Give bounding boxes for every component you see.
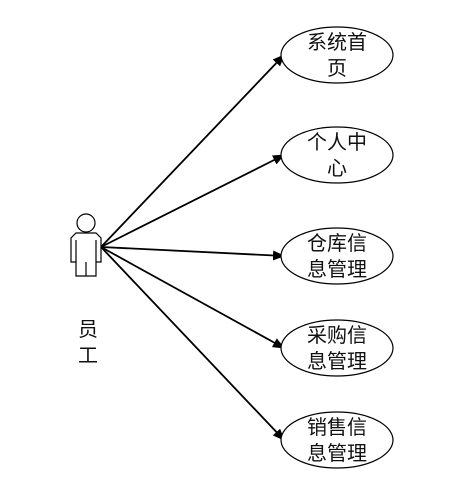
association-arrow-4: [100, 246, 285, 349]
use-case-2-line1: 个人中: [307, 130, 367, 154]
use-case-label-5: 销售信 息管理: [282, 414, 392, 466]
use-case-label-3: 仓库信 息管理: [282, 230, 392, 282]
actor-label-line1: 员: [78, 317, 98, 341]
use-case-ellipse-1: [280, 26, 394, 84]
use-case-1-line1: 系统首: [307, 30, 367, 54]
use-case-3-line2: 息管理: [307, 257, 367, 281]
associations: [100, 54, 285, 441]
association-arrow-1: [100, 54, 285, 248]
use-case-label-2: 个人中 心: [282, 129, 392, 181]
use-case-shapes: [280, 26, 394, 469]
use-case-ellipse-5: [280, 411, 394, 469]
use-case-ellipse-3: [280, 227, 394, 285]
use-case-5-line1: 销售信: [307, 415, 367, 439]
actor-figure: [70, 213, 102, 277]
actor-label-line2: 工: [78, 343, 98, 367]
actor-head: [76, 213, 96, 233]
association-arrow-3: [100, 246, 285, 261]
use-case-5-line2: 息管理: [307, 441, 367, 465]
actor-label: 员 工: [70, 316, 106, 368]
use-case-ellipse-4: [280, 319, 394, 377]
use-case-2-line2: 心: [327, 156, 347, 180]
association-arrow-2: [100, 154, 285, 248]
use-case-4-line2: 息管理: [307, 349, 367, 373]
use-case-1-line2: 页: [327, 56, 347, 80]
use-case-4-line1: 采购信: [307, 323, 367, 347]
use-case-3-line1: 仓库信: [307, 231, 367, 255]
association-arrow-5: [100, 246, 285, 441]
use-case-ellipse-2: [280, 126, 394, 184]
actor-body: [70, 232, 102, 277]
use-case-label-4: 采购信 息管理: [282, 322, 392, 374]
use-case-label-1: 系统首 页: [282, 29, 392, 81]
